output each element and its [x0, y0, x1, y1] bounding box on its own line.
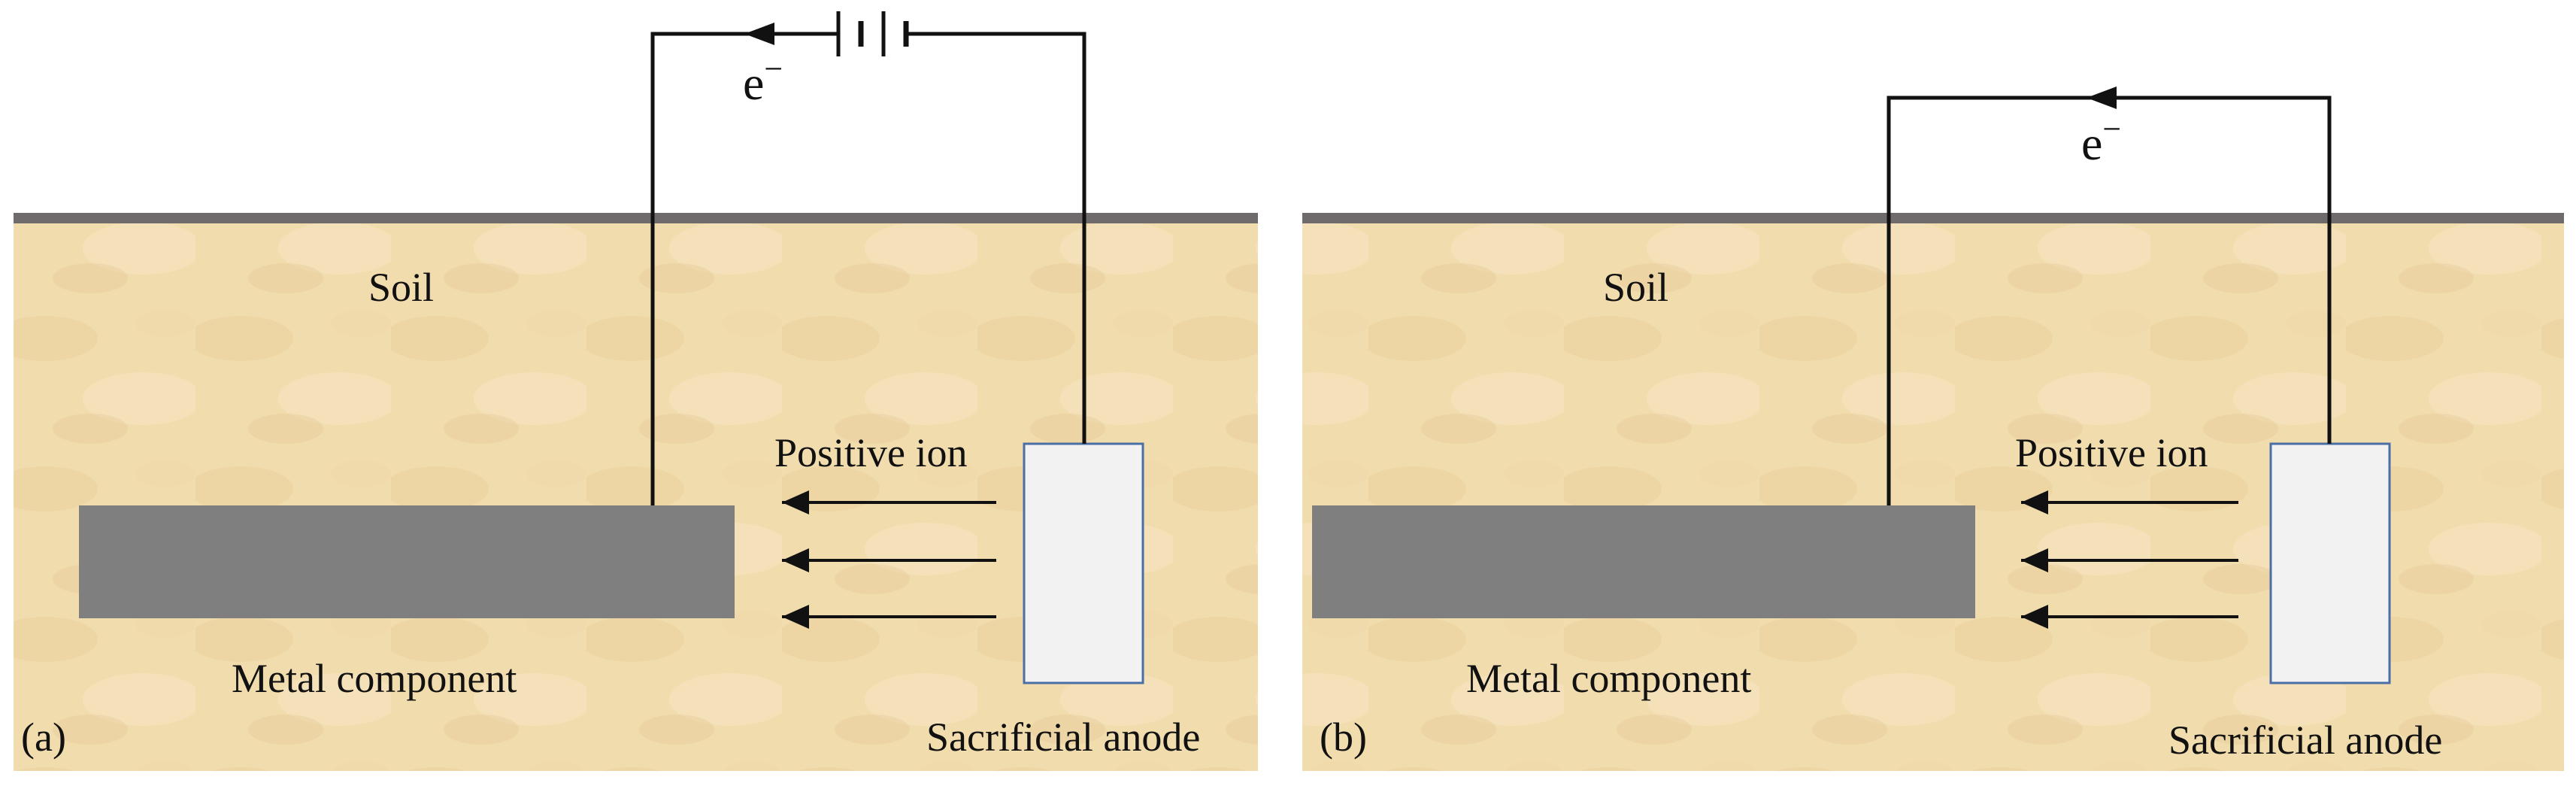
metal-component: [1312, 505, 1975, 618]
panel-label: (a): [21, 715, 66, 760]
battery-icon: [836, 11, 909, 56]
anode-label: Sacrificial anode: [2168, 718, 2442, 763]
sacrificial-anode: [1023, 442, 1144, 684]
panel-b: e− Soil Positive ion Metal component Sac…: [1302, 86, 2564, 771]
electron-label: e−: [743, 50, 783, 110]
circuit-wire: [650, 32, 838, 505]
electron-label: e−: [2081, 111, 2121, 170]
metal-label: Metal component: [232, 656, 517, 701]
sacrificial-anode: [2269, 442, 2391, 684]
panel-a: e− Soil Positive ion Metal component Sac…: [14, 11, 1258, 771]
electron-flow-arrow: [744, 23, 774, 45]
metal-label: Metal component: [1466, 656, 1751, 701]
metal-component: [79, 505, 735, 618]
electron-flow-arrow: [2087, 86, 2117, 109]
soil-label: Soil: [368, 265, 434, 310]
ion-label: Positive ion: [2015, 430, 2208, 475]
soil-label: Soil: [1603, 265, 1668, 310]
ion-label: Positive ion: [774, 430, 968, 475]
anode-label: Sacrificial anode: [926, 715, 1200, 760]
panel-label: (b): [1320, 715, 1367, 760]
circuit-wire-right: [906, 32, 1086, 444]
